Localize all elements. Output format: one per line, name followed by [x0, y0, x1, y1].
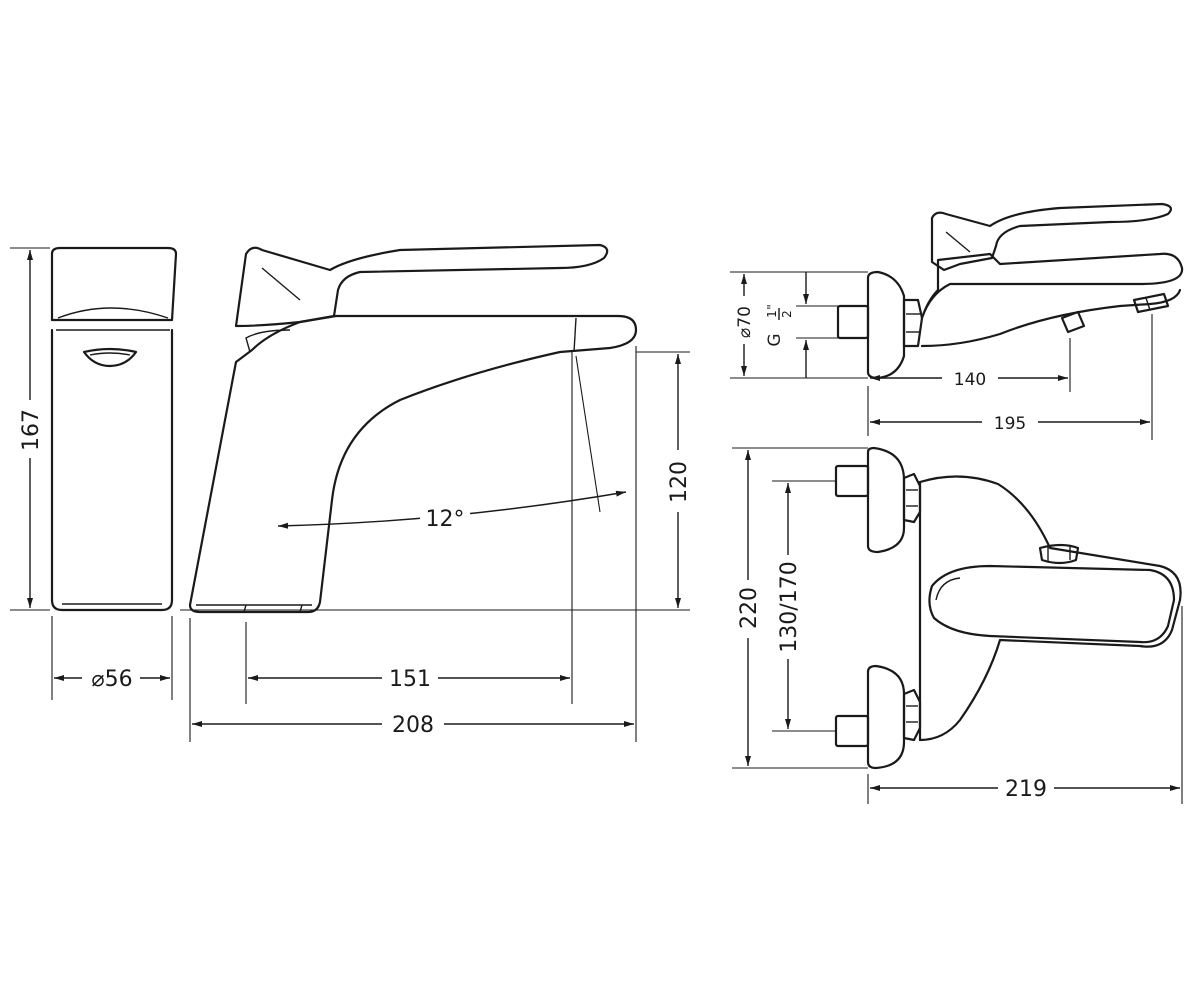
- bath-top-view: [834, 446, 1182, 770]
- label-219: 219: [1005, 777, 1047, 802]
- basin-side-view: [188, 243, 638, 614]
- label-120: 120: [667, 461, 692, 503]
- basin-front-view: [50, 246, 178, 612]
- dimension-angle-12: 12°: [277, 355, 627, 532]
- dimension-flange-70: ⌀70: [730, 271, 868, 379]
- label-208: 208: [392, 713, 434, 738]
- dimension-depth-195: 195: [870, 314, 1153, 440]
- label-thread-denominator: 2: [780, 310, 794, 318]
- label-diameter-70: ⌀70: [735, 306, 755, 338]
- label-thread-g: G: [765, 333, 785, 346]
- label-thread-inch: ": [765, 304, 779, 310]
- label-140: 140: [954, 370, 986, 390]
- dimension-outlet-140: 140: [867, 338, 1071, 436]
- dimension-reach-151: 151: [245, 352, 573, 704]
- bath-side-view: [836, 202, 1184, 380]
- dimension-depth-219: 219: [867, 606, 1183, 804]
- dimension-spout-height-120: 120: [636, 351, 692, 608]
- label-diameter-56: ⌀56: [91, 667, 132, 692]
- dimension-diameter-56: ⌀56: [51, 616, 173, 700]
- label-130-170: 130/170: [777, 561, 802, 652]
- label-167: 167: [19, 409, 44, 451]
- label-220: 220: [737, 587, 762, 629]
- dimension-centers-130-170: 130/170: [772, 480, 836, 732]
- dimension-height-220: 220: [732, 447, 868, 769]
- label-195: 195: [994, 414, 1026, 434]
- dimension-height-167: 167: [10, 247, 50, 611]
- label-thread-numerator: 1: [765, 310, 779, 318]
- dimension-thread-g12: G 1 " 2: [765, 272, 838, 378]
- label-151: 151: [389, 667, 431, 692]
- dimension-overall-208: 208: [189, 346, 637, 742]
- label-12-degrees: 12°: [426, 507, 465, 532]
